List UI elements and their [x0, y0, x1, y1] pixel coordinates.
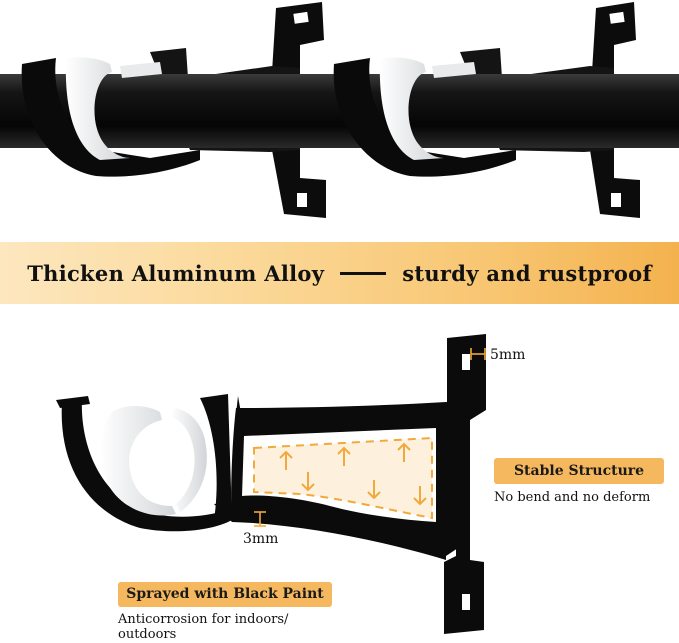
- dim-marker-top: [470, 348, 486, 360]
- dim-marker-bottom: [254, 511, 266, 527]
- dimension-bottom-label: 3mm: [243, 531, 279, 547]
- banner-dash: [340, 271, 387, 275]
- feature-desc-paint: Anticorrosion for indoors/ outdoors: [118, 612, 289, 642]
- feature-label-paint: Sprayed with Black Paint: [118, 582, 332, 607]
- feature-label-stable: Stable Structure: [494, 458, 664, 484]
- feature-desc-stable: No bend and no deform: [494, 490, 651, 505]
- banner-right-text: sturdy and rustproof: [402, 260, 652, 286]
- dimension-top-label: 5mm: [490, 347, 526, 363]
- stress-arrows: [279, 442, 427, 506]
- feature-banner: Thicken Aluminum Alloy sturdy and rustpr…: [0, 242, 679, 304]
- bracket-diagram: [56, 334, 486, 634]
- rod-brackets-photo: [0, 2, 679, 218]
- banner-left-text: Thicken Aluminum Alloy: [27, 260, 325, 286]
